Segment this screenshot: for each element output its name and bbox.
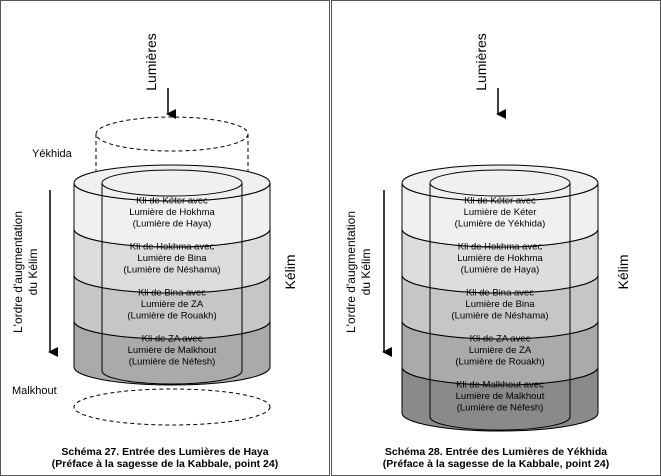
left-caption-line2: (Préface à la sagesse de la Kabbale, poi… (51, 458, 279, 470)
right-caption-line2: (Préface à la sagesse de la Kabbale, poi… (382, 458, 610, 470)
left-layer-2-text-2: Lumière de Bina (137, 253, 207, 264)
right-layer-4-text-2: Lumière de ZA (469, 345, 532, 356)
right-kelim-label: Kélim (615, 254, 631, 289)
left-lights-label: Lumières (143, 33, 159, 91)
left-kelim-label: Kélim (282, 254, 298, 289)
right-layer-5-text-1: Kli de Malkhout avec (456, 380, 544, 391)
left-caption-line1: Schéma 27. Entrée des Lumières de Haya (61, 446, 269, 458)
left-layer-4-text-3: (Lumière de Néfesh) (129, 357, 216, 368)
right-caption-line1: Schéma 28. Entrée des Lumières de Yékhid… (384, 446, 608, 458)
right-inner-top-face (429, 169, 571, 197)
left-yekhida-label: Yékhida (32, 148, 73, 160)
left-order-label-1: L'ordre d'augmentation (11, 211, 25, 333)
left-inner-top-face (101, 169, 243, 197)
left-malkhout-label: Malkhout (12, 385, 57, 397)
left-layer-3-text-1: Kli de Bina avec (138, 288, 206, 299)
right-caption: Schéma 28. Entrée des Lumières de Yékhid… (331, 446, 661, 470)
right-layer-2-text-3: (Lumière de Haya) (461, 265, 540, 276)
left-layer-4-text-2: Lumière de Malkhout (128, 345, 217, 356)
left-layer-3-text-2: Lumière de ZA (141, 299, 204, 310)
right-layer-1-text-2: Lumière de Kéter (464, 207, 537, 218)
left-layer-2-text-3: (Lumière de Néshama) (123, 265, 220, 276)
right-layer-3-text-2: Lumière de Bina (465, 299, 535, 310)
right-layer-5-text-2: Lumière de Malkhout (456, 391, 545, 402)
left-order-label-2: du Kélim (26, 249, 40, 296)
right-layer-3-text-3: (Lumière de Néshama) (451, 311, 548, 322)
left-layer-4-text-1: Kli de ZA avec (142, 334, 203, 345)
left-inner-bottom-arc (101, 370, 243, 385)
left-layer-1-text-2: Lumière de Hokhma (129, 207, 215, 218)
left-layer-2-text-1: Kli de Hokhma avec (130, 242, 215, 253)
right-layer-3-text-1: Kli de Bina avec (466, 288, 534, 299)
left-layer-3-text-3: (Lumière de Rouakh) (127, 311, 216, 322)
left-dashed-bottom-ellipse (73, 388, 271, 426)
right-layer-2-text-2: Lumière de Hokhma (457, 253, 543, 264)
left-layer-1-text-3: (Lumière de Haya) (133, 219, 212, 230)
left-caption: Schéma 27. Entrée des Lumières de Haya (… (0, 446, 330, 470)
right-order-label-1: L'ordre d'augmentation (344, 211, 358, 333)
right-order-label-2: du Kélim (359, 249, 373, 296)
right-inner-bottom-arc (429, 416, 571, 431)
left-layer-1-text-1: Kli de Kéter avec (136, 196, 208, 207)
right-lights-label: Lumières (473, 33, 489, 91)
right-layer-4-text-3: (Lumière de Rouakh) (455, 357, 544, 368)
right-layer-5-text-3: (Lumière de Néfesh) (457, 403, 544, 414)
right-layer-1-text-3: (Lumière de Yékhida) (455, 219, 546, 230)
right-layer-2-text-1: Kli de Hokhma avec (458, 242, 543, 253)
right-layer-1-text-1: Kli de Kéter avec (464, 196, 536, 207)
right-layer-4-text-1: Kli de ZA avec (470, 334, 531, 345)
